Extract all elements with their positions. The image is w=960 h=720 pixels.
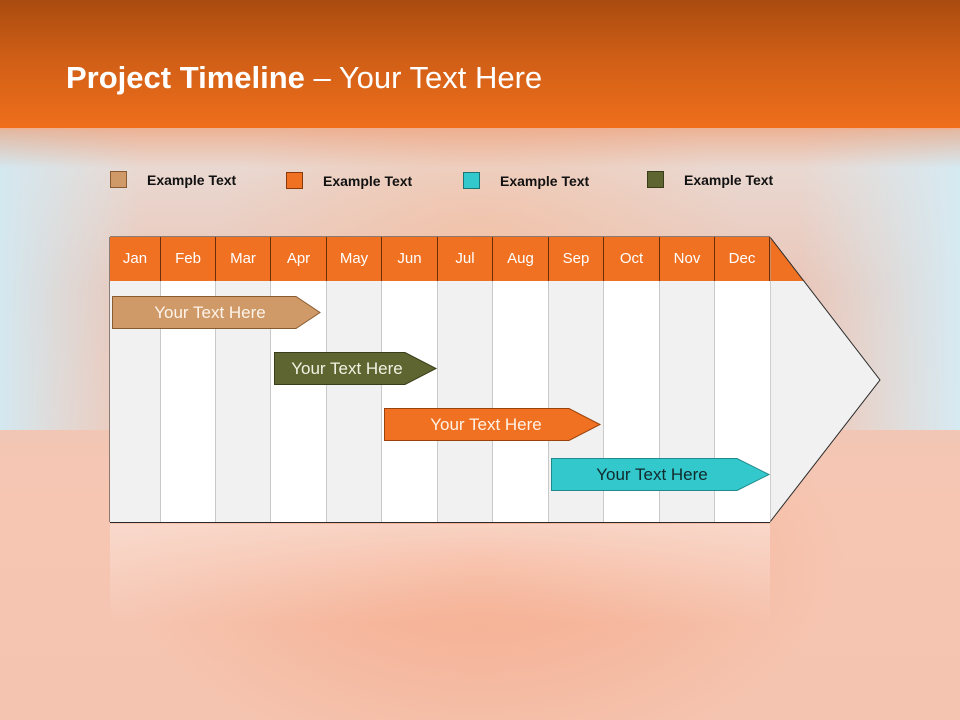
column-jul (437, 281, 492, 522)
legend-swatch-tan (110, 171, 127, 188)
title-bold: Project Timeline (66, 60, 305, 95)
legend-swatch-orange (286, 172, 303, 189)
month-header-nov: Nov (659, 237, 714, 281)
bar-arrow-shape (112, 296, 321, 329)
legend-item-1: Example Text (110, 171, 236, 188)
title-bar (0, 0, 960, 128)
timeline-bar-4[interactable]: Your Text Here (551, 458, 771, 491)
title-subtitle: – Your Text Here (304, 60, 543, 95)
month-header-aug: Aug (492, 237, 548, 281)
legend-label: Example Text (323, 172, 413, 189)
timeline-bar-2[interactable]: Your Text Here (274, 352, 438, 385)
bar-label: Your Text Here (154, 303, 266, 322)
legend-swatch-teal (463, 172, 480, 189)
month-header-jul: Jul (437, 237, 492, 281)
bar-arrow-shape (274, 352, 438, 385)
column-may (326, 281, 381, 522)
legend-label: Example Text (500, 172, 590, 189)
title-bar-fade (0, 128, 960, 168)
legend-label: Example Text (147, 171, 237, 188)
month-header-may: May (326, 237, 381, 281)
month-header-feb: Feb (160, 237, 215, 281)
legend-item-4: Example Text (647, 171, 773, 188)
timeline-reflection (110, 524, 770, 624)
column-aug (492, 281, 548, 522)
bar-label: Your Text Here (430, 415, 542, 434)
bar-arrow-shape (384, 408, 602, 441)
month-header-jan: Jan (110, 237, 160, 281)
column-jun (381, 281, 437, 522)
month-header-mar: Mar (215, 237, 270, 281)
month-header-apr: Apr (270, 237, 326, 281)
month-header-sep: Sep (548, 237, 603, 281)
page-title: Project Timeline – Your Text Here (66, 60, 542, 96)
bar-arrow-shape (551, 458, 771, 491)
timeline-bar-3[interactable]: Your Text Here (384, 408, 602, 441)
timeline-bar-1[interactable]: Your Text Here (112, 296, 322, 329)
legend-swatch-olive (647, 171, 664, 188)
legend-item-2: Example Text (286, 172, 412, 189)
bar-label: Your Text Here (596, 465, 708, 484)
legend-item-3: Example Text (463, 172, 589, 189)
month-header-jun: Jun (381, 237, 437, 281)
bar-label: Your Text Here (291, 359, 403, 378)
legend-label: Example Text (684, 171, 774, 188)
month-header-dec: Dec (714, 237, 770, 281)
month-header-oct: Oct (603, 237, 659, 281)
